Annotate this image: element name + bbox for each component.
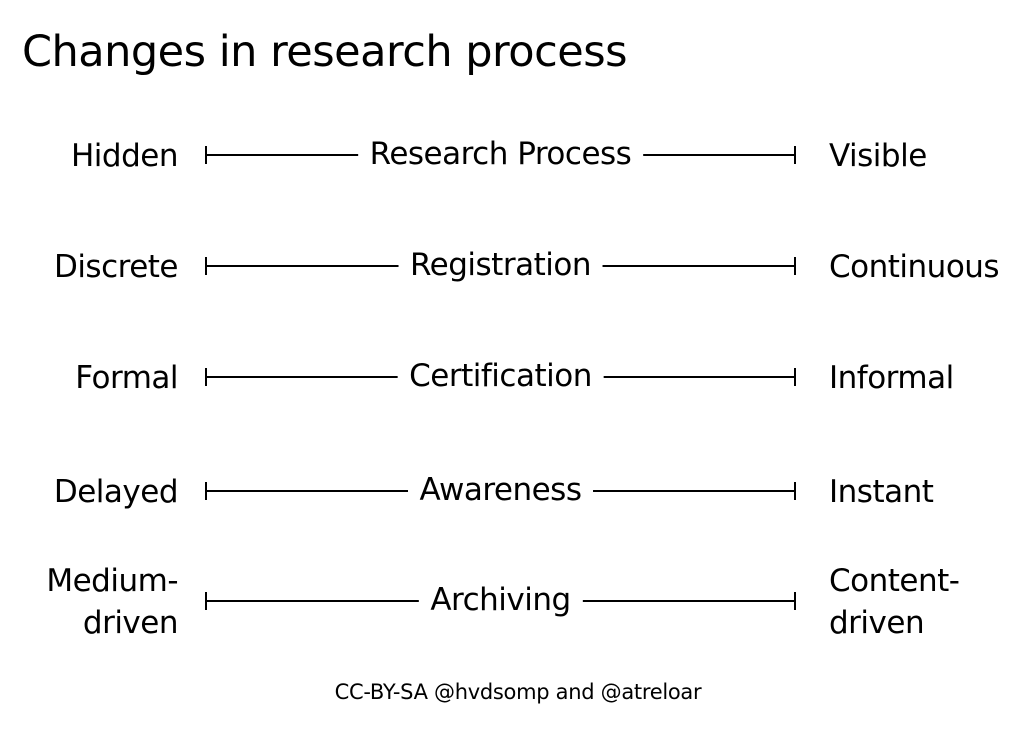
axis-end-cap bbox=[794, 368, 796, 386]
axis-start-cap bbox=[205, 592, 207, 610]
spectrum-axis: Certification bbox=[205, 356, 796, 396]
left-pole-label: Medium- driven bbox=[46, 563, 178, 641]
left-pole-label: Delayed bbox=[53, 474, 179, 510]
axis-end-cap bbox=[794, 482, 796, 500]
right-pole-label: Visible bbox=[829, 138, 927, 174]
left-pole-label: Discrete bbox=[53, 249, 179, 285]
slide-title: Changes in research process bbox=[22, 27, 628, 77]
dimension-label: Certification bbox=[397, 356, 604, 396]
dimension-label: Awareness bbox=[407, 470, 594, 510]
right-pole-label: Content- driven bbox=[829, 563, 960, 641]
left-pole-label: Formal bbox=[75, 360, 178, 396]
axis-start-cap bbox=[205, 368, 207, 386]
right-pole-label: Informal bbox=[829, 360, 954, 396]
spectrum-axis: Registration bbox=[205, 245, 796, 285]
axis-start-cap bbox=[205, 482, 207, 500]
axis-end-cap bbox=[794, 146, 796, 164]
right-pole-label: Continuous bbox=[829, 249, 1000, 285]
left-pole-label: Hidden bbox=[71, 138, 179, 174]
axis-end-cap bbox=[794, 257, 796, 275]
axis-start-cap bbox=[205, 257, 207, 275]
dimension-label: Research Process bbox=[357, 134, 644, 174]
spectrum-axis: Awareness bbox=[205, 470, 796, 510]
spectrum-axis: Archiving bbox=[205, 580, 796, 620]
axis-start-cap bbox=[205, 146, 207, 164]
spectrum-axis: Research Process bbox=[205, 134, 796, 174]
license-credit: CC-BY-SA @hvdsomp and @atreloar bbox=[334, 680, 702, 704]
dimension-label: Registration bbox=[398, 245, 603, 285]
right-pole-label: Instant bbox=[829, 474, 934, 510]
axis-end-cap bbox=[794, 592, 796, 610]
dimension-label: Archiving bbox=[418, 580, 583, 620]
